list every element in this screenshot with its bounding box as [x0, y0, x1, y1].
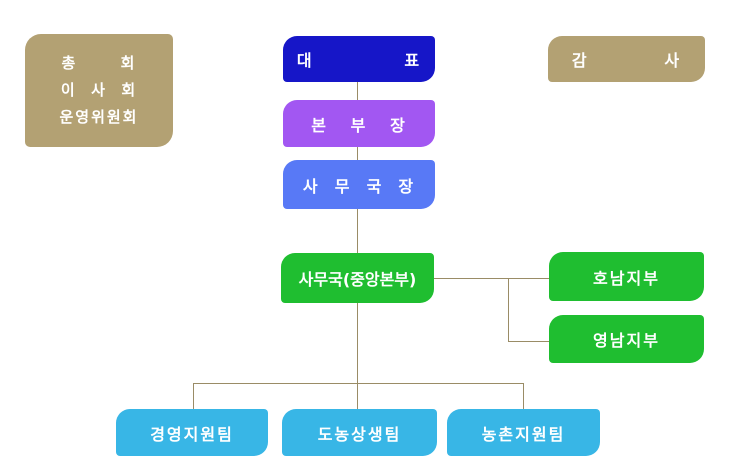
node-general-assembly: 총 회 이 사 회 운영위원회 — [25, 34, 173, 147]
node-management-support-team: 경영지원팀 — [116, 409, 268, 456]
connector-secretariat-to-teams-trunk — [357, 303, 358, 383]
node-urban-rural-coexistence-team: 도농상생팀 — [282, 409, 437, 456]
assembly-line-board-of-directors: 이 사 회 — [60, 81, 138, 99]
connector-secretariat-to-honam — [434, 278, 549, 279]
node-rural-support-team: 농촌지원팀 — [447, 409, 600, 456]
node-yeongnam-branch: 영남지부 — [549, 315, 704, 363]
assembly-line-steering-committee: 운영위원회 — [59, 108, 139, 126]
node-ceo: 대 표 — [283, 36, 435, 82]
node-secretary-general: 사 무 국 장 — [283, 160, 435, 209]
connector-branch-vertical — [508, 278, 509, 341]
node-hq-director: 본 부 장 — [283, 100, 435, 147]
node-secretariat-central-hq: 사무국(중앙본부) — [281, 253, 434, 303]
connector-drop-urban-rural-team — [357, 383, 358, 409]
assembly-line-general-meeting: 총 회 — [61, 54, 137, 72]
connector-ceo-to-hq-director — [357, 82, 358, 100]
connector-teams-horizontal — [193, 383, 523, 384]
node-honam-branch: 호남지부 — [549, 252, 704, 301]
connector-secretary-general-to-secretariat — [357, 209, 358, 253]
connector-drop-rural-support-team — [523, 383, 524, 409]
node-auditor: 감 사 — [548, 36, 705, 82]
connector-hq-director-to-secretary-general — [357, 147, 358, 160]
connector-drop-mgmt-support-team — [193, 383, 194, 409]
connector-to-yeongnam — [508, 341, 549, 342]
